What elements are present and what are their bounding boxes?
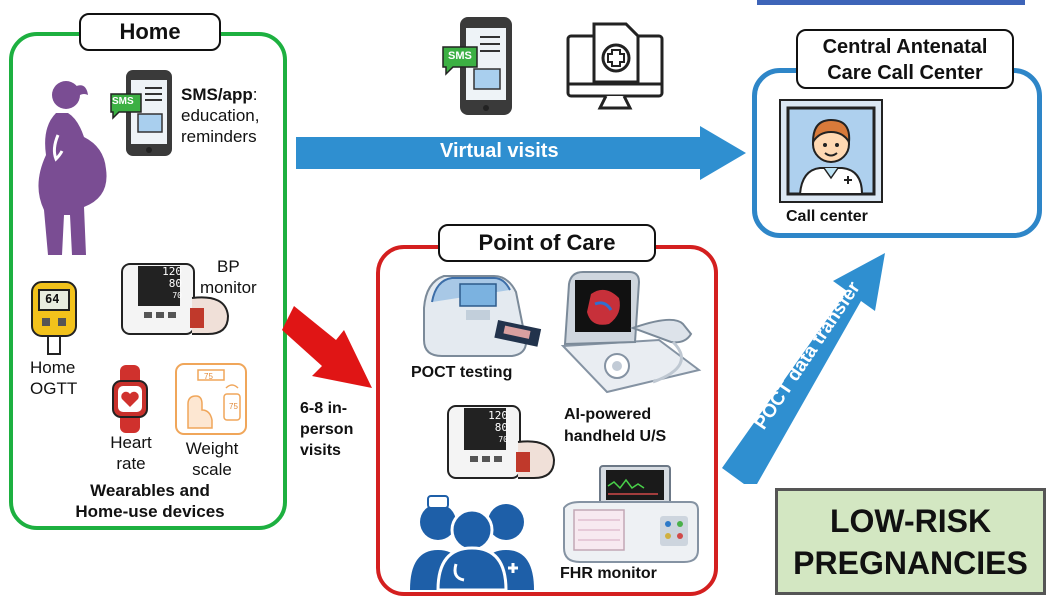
low-risk-line2: PREGNANCIES xyxy=(793,545,1028,581)
fhr-monitor-icon xyxy=(563,465,699,563)
medical-record-monitor-icon xyxy=(566,22,664,110)
wearables-caption: Wearables and Home-use devices xyxy=(40,480,260,522)
bp-pulse-poc: 70 xyxy=(498,435,508,444)
healthcare-team-icon xyxy=(410,495,534,592)
pregnant-woman-icon xyxy=(38,81,107,255)
call-center-title: Central Antenatal Care Call Center xyxy=(796,29,1014,89)
sms-app-label-line2: education, xyxy=(181,106,260,125)
poct-analyzer-icon xyxy=(423,275,542,357)
low-risk-line1: LOW-RISK xyxy=(829,503,992,539)
call-center-title-line1: Central Antenatal xyxy=(822,36,988,58)
home-ogtt-line1: Home xyxy=(30,358,76,377)
sms-app-label-line3: reminders xyxy=(181,127,257,146)
bp-pulse-home: 70 xyxy=(172,291,182,300)
in-person-arrow xyxy=(282,306,372,388)
sms-app-label-bold: SMS/app xyxy=(181,85,253,104)
weight-scale-line2: scale xyxy=(192,460,232,479)
in-person-line1: 6-8 in- xyxy=(300,400,348,417)
virtual-phone-icon xyxy=(442,17,512,115)
virtual-visits-label: Virtual visits xyxy=(440,140,559,162)
sms-app-label: SMS/app: education, reminders xyxy=(181,84,259,147)
bp-monitor-line1: BP xyxy=(217,257,240,276)
heart-rate-label: Heart rate xyxy=(105,432,157,474)
call-center-title-line2: Care Call Center xyxy=(827,62,983,84)
poct-testing-label: POCT testing xyxy=(411,364,513,381)
weight-scale-label: Weight scale xyxy=(180,438,244,480)
bp-monitor-icon xyxy=(121,263,230,335)
sms-badge-home: SMS xyxy=(112,96,134,107)
poc-title: Point of Care xyxy=(438,224,656,262)
bp-monitor-label: BP monitor xyxy=(200,256,257,298)
glucometer-value: 64 xyxy=(45,292,60,306)
ai-ultrasound-line1: AI-powered xyxy=(564,406,652,423)
bp-monitor-line2: monitor xyxy=(200,278,257,297)
ai-ultrasound-line2: handheld U/S xyxy=(564,428,667,445)
in-person-line3: visits xyxy=(300,442,341,459)
doctor-icon xyxy=(779,99,883,203)
home-title: Home xyxy=(79,13,221,51)
call-center-caption: Call center xyxy=(786,208,868,225)
home-ogtt-label: Home OGTT xyxy=(30,357,77,399)
ai-ultrasound-label: AI-powered handheld U/S xyxy=(564,404,666,448)
bp-display-home: 120 80 70 xyxy=(142,266,182,302)
home-ogtt-line2: OGTT xyxy=(30,379,78,398)
wearables-line1: Wearables and xyxy=(90,481,210,500)
glucometer-icon xyxy=(31,281,77,355)
virtual-visits-arrow xyxy=(296,126,746,180)
sms-app-label-colon: : xyxy=(252,85,258,104)
weight-scale-icon xyxy=(175,363,247,435)
handheld-ultrasound-icon xyxy=(560,271,702,394)
scale-display-side: 75 xyxy=(229,402,238,411)
in-person-visits-label: 6-8 in- person visits xyxy=(300,398,353,461)
in-person-line2: person xyxy=(300,421,354,438)
phone-sms-icon xyxy=(110,70,172,156)
heart-rate-line2: rate xyxy=(116,454,146,473)
bp-systolic-home: 120 xyxy=(162,265,182,278)
fhr-monitor-label: FHR monitor xyxy=(560,565,657,582)
bp-diastolic-home: 80 xyxy=(168,277,182,290)
bp-monitor-poc-icon xyxy=(447,405,556,479)
poct-transfer-arrow xyxy=(722,253,885,484)
top-right-strip xyxy=(757,0,1025,5)
low-risk-badge: LOW-RISK PREGNANCIES xyxy=(775,488,1046,595)
wearables-line2: Home-use devices xyxy=(75,502,225,521)
heart-rate-line1: Heart xyxy=(110,433,152,452)
bp-diastolic-poc: 80 xyxy=(494,421,508,434)
weight-scale-line1: Weight xyxy=(185,439,239,458)
bp-display-poc: 120 80 70 xyxy=(468,410,508,446)
bp-systolic-poc: 120 xyxy=(488,409,508,422)
sms-badge-virtual: SMS xyxy=(448,50,472,62)
smartwatch-heart-icon xyxy=(112,365,148,433)
scale-display-top: 75 xyxy=(204,372,213,381)
